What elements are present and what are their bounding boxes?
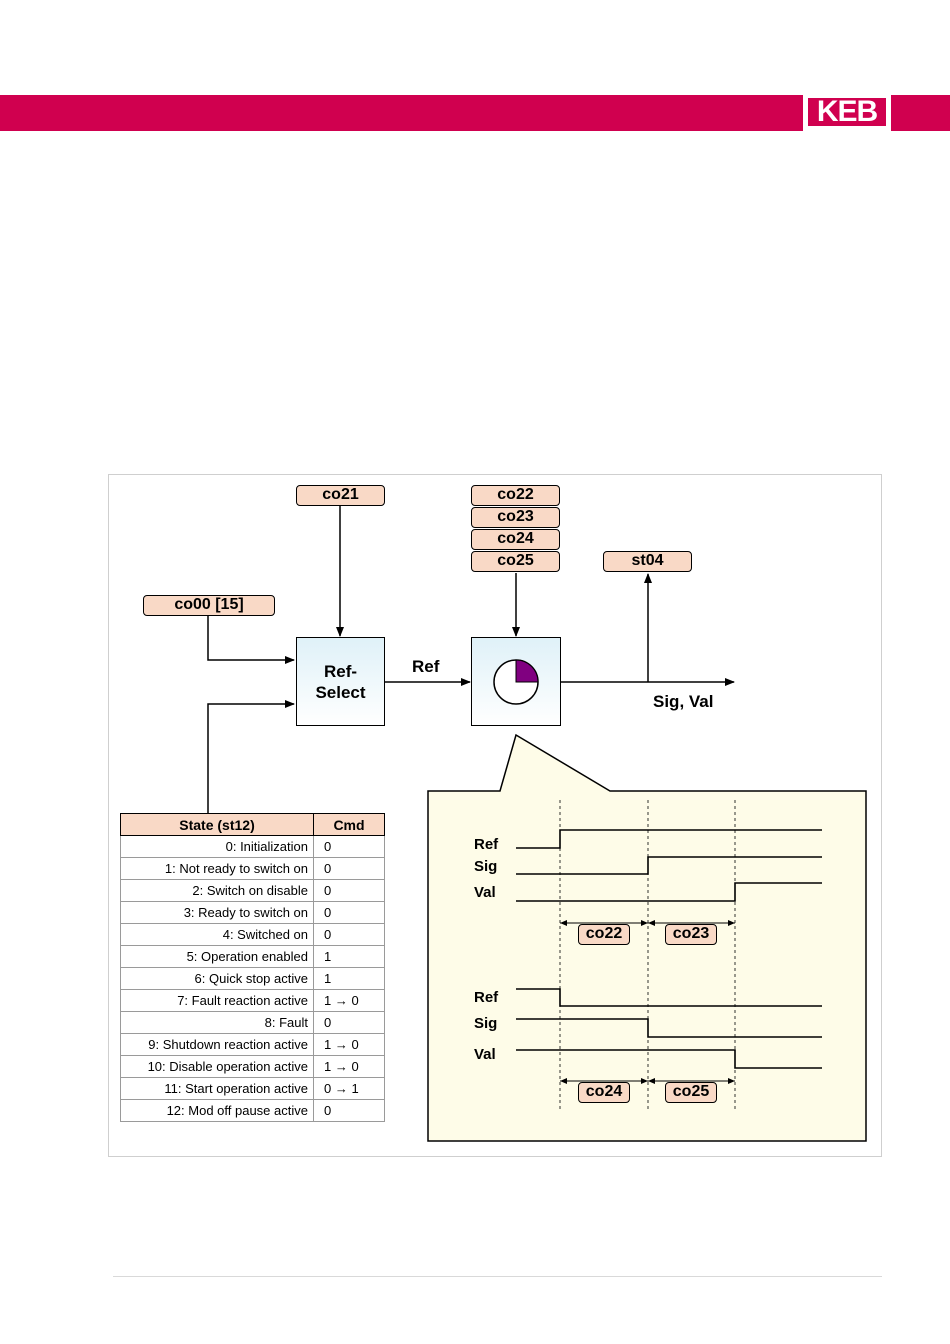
cmd-cell: 0 → 1 xyxy=(313,1077,385,1100)
state-cell: 10: Disable operation active xyxy=(120,1055,314,1078)
state-cell: 7: Fault reaction active xyxy=(120,989,314,1012)
state-cell: 9: Shutdown reaction active xyxy=(120,1033,314,1056)
cmd-cell: 0 xyxy=(313,835,385,858)
timing-co24-param: co24 xyxy=(578,1082,630,1103)
ref-label: Ref xyxy=(412,657,440,676)
cmd-cell: 0 xyxy=(313,857,385,880)
logo-background: KEB xyxy=(808,95,886,128)
timing-on-sig-label: Sig xyxy=(474,858,498,875)
state-cell: 0: Initialization xyxy=(120,835,314,858)
timing-off-ref-label: Ref xyxy=(474,989,499,1006)
state-cell: 4: Switched on xyxy=(120,923,314,946)
state-cell: 3: Ready to switch on xyxy=(120,901,314,924)
timing-off-val-label: Val xyxy=(474,1046,496,1063)
timer-block xyxy=(471,637,561,726)
state-cell: 11: Start operation active xyxy=(120,1077,314,1100)
state-cell: 1: Not ready to switch on xyxy=(120,857,314,880)
cmd-cell: 1 → 0 xyxy=(313,1033,385,1056)
clock-quarter-fill xyxy=(515,659,539,683)
timing-co25-param: co25 xyxy=(665,1082,717,1103)
ref-select-line2: Select xyxy=(315,683,366,702)
sig-val-label: Sig, Val xyxy=(653,692,714,711)
cmd-cell: 0 xyxy=(313,901,385,924)
cmd-cell: 1 → 0 xyxy=(313,989,385,1012)
footer-rule xyxy=(113,1276,882,1277)
st04-param: st04 xyxy=(603,551,692,572)
figure-frame xyxy=(108,474,882,1157)
cmd-cell: 0 xyxy=(313,1011,385,1034)
cmd-header: Cmd xyxy=(313,813,385,836)
cmd-cell: 1 → 0 xyxy=(313,1055,385,1078)
cmd-cell: 0 xyxy=(313,1099,385,1122)
cmd-cell: 1 xyxy=(313,945,385,968)
co23-param: co23 xyxy=(471,507,560,528)
co21-param: co21 xyxy=(296,485,385,506)
timing-co23-param: co23 xyxy=(665,924,717,945)
co00-param: co00 [15] xyxy=(143,595,275,616)
logo-text: KEB xyxy=(816,95,878,128)
ref-select-line1: Ref- xyxy=(323,662,358,681)
cmd-cell: 1 xyxy=(313,967,385,990)
co25-param: co25 xyxy=(471,551,560,572)
state-cell: 2: Switch on disable xyxy=(120,879,314,902)
timing-on-val-label: Val xyxy=(474,884,496,901)
keb-logo: KEB xyxy=(803,95,891,131)
state-cell: 8: Fault xyxy=(120,1011,314,1034)
co22-param: co22 xyxy=(471,485,560,506)
ref-select-block: Ref- Select xyxy=(296,637,385,726)
state-cell: 12: Mod off pause active xyxy=(120,1099,314,1122)
state-cell: 5: Operation enabled xyxy=(120,945,314,968)
state-cell: 6: Quick stop active xyxy=(120,967,314,990)
timing-off-sig-label: Sig xyxy=(474,1015,498,1032)
cmd-cell: 0 xyxy=(313,923,385,946)
state-header: State (st12) xyxy=(120,813,314,836)
timing-on-ref-label: Ref xyxy=(474,836,499,853)
state-table-header: State (st12) Cmd xyxy=(120,813,385,836)
co24-param: co24 xyxy=(471,529,560,550)
clock-icon xyxy=(493,659,539,705)
cmd-cell: 0 xyxy=(313,879,385,902)
timing-co22-param: co22 xyxy=(578,924,630,945)
brand-header-bar xyxy=(0,95,950,131)
